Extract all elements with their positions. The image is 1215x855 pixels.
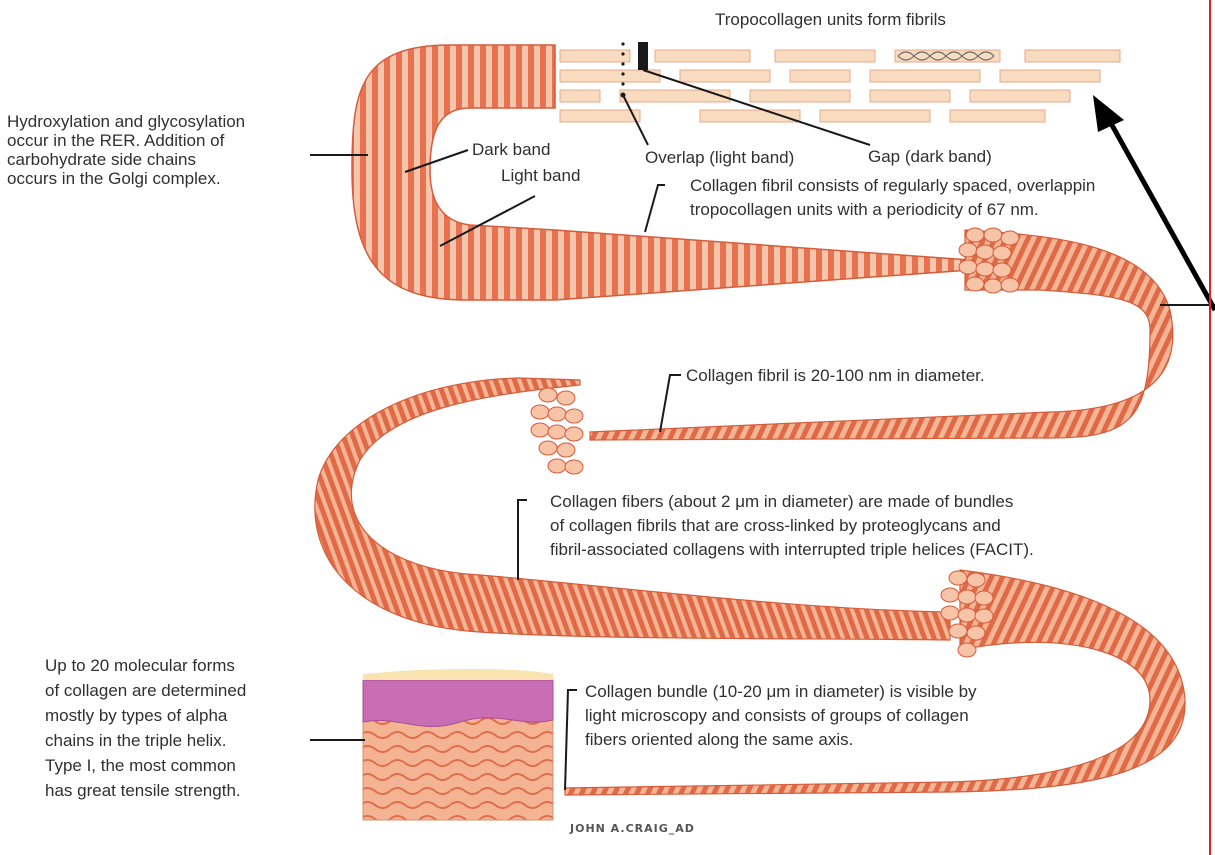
gap-marker bbox=[638, 42, 648, 70]
tissue-block bbox=[363, 669, 553, 820]
red-border-line bbox=[1209, 0, 1211, 855]
fibril-diameter-label: Collagen fibril is 20-100 nm in diameter… bbox=[686, 366, 985, 386]
banded-fibril bbox=[352, 45, 970, 300]
fiber-bundle-middle-end bbox=[531, 388, 583, 474]
light-band-label: Light band bbox=[501, 166, 580, 186]
overlap-label: Overlap (light band) bbox=[645, 148, 794, 168]
tropocollagen-title: Tropocollagen units form fibrils bbox=[715, 10, 946, 30]
artist-signature: JOHN A.CRAIG_AD bbox=[570, 822, 695, 835]
gap-label: Gap (dark band) bbox=[868, 147, 992, 167]
dark-band-label: Dark band bbox=[472, 140, 550, 160]
